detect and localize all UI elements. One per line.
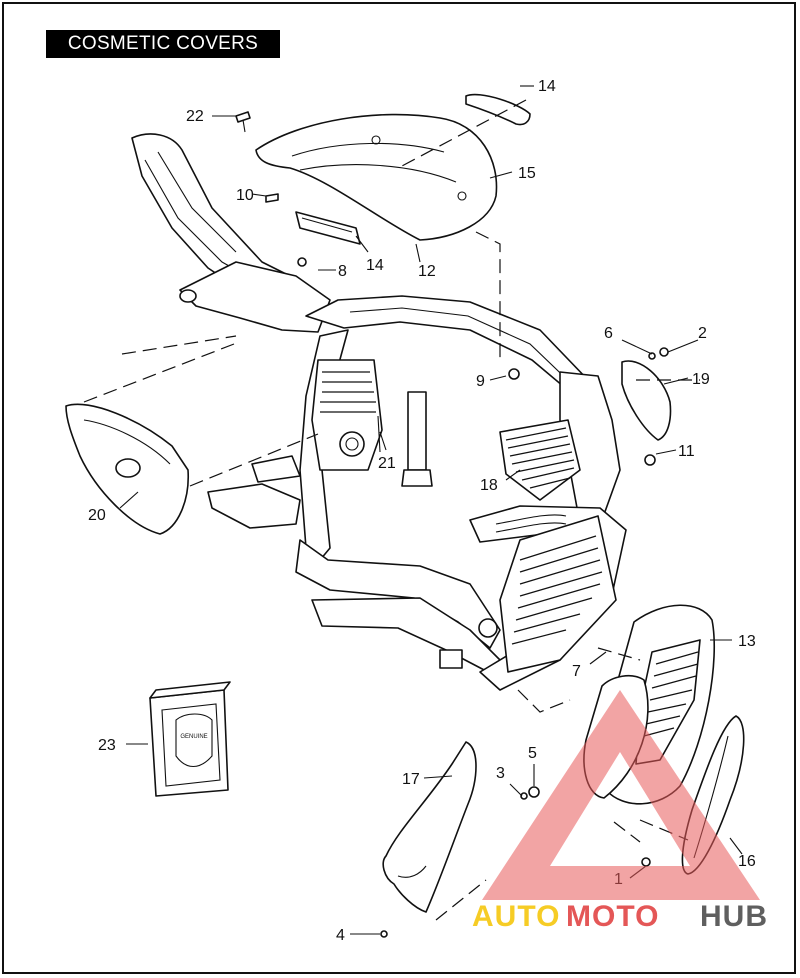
motorcycle-frame <box>131 133 627 691</box>
callout-3: 3 <box>496 765 505 782</box>
seat-cowl <box>255 113 498 241</box>
watermark-moto: MOTO <box>566 900 659 933</box>
watermark-triangle-icon <box>482 690 760 900</box>
callout-14-lower: 14 <box>366 257 384 274</box>
callout-22: 22 <box>186 108 204 125</box>
callout-8: 8 <box>338 263 347 280</box>
lower-cover <box>382 741 477 913</box>
kit-box-label: GENUINE <box>180 734 207 740</box>
nameplate-badge <box>295 211 361 245</box>
callout-14-upper: 14 <box>538 78 556 95</box>
callout-numbers: 22 10 15 14 8 14 12 9 6 2 19 11 21 18 20… <box>88 78 756 944</box>
callout-19: 19 <box>692 371 710 388</box>
callout-4: 4 <box>336 927 345 944</box>
callout-15: 15 <box>518 165 536 182</box>
leader-lines <box>119 85 743 935</box>
diagram-title: COSMETIC COVERS <box>46 30 280 58</box>
callout-10: 10 <box>236 187 254 204</box>
callout-16: 16 <box>738 853 756 870</box>
upper-badge <box>465 93 531 126</box>
callout-5: 5 <box>528 745 537 762</box>
callout-20: 20 <box>88 507 106 524</box>
callout-13: 13 <box>738 633 756 650</box>
watermark-text: AUTO MOTO HUB <box>472 900 768 933</box>
callout-23: 23 <box>98 737 116 754</box>
assembly-lines <box>83 99 700 921</box>
callout-2: 2 <box>698 325 707 342</box>
service-kit-box: GENUINE <box>149 681 231 797</box>
callout-18: 18 <box>480 477 498 494</box>
callout-6: 6 <box>604 325 613 342</box>
right-upper-cover <box>621 360 672 441</box>
watermark-auto: AUTO <box>472 900 560 933</box>
watermark-logo <box>482 690 760 900</box>
callout-17: 17 <box>402 771 420 788</box>
callout-9: 9 <box>476 373 485 390</box>
left-side-cover <box>65 403 189 535</box>
callout-7: 7 <box>572 663 581 680</box>
callout-11: 11 <box>678 443 695 460</box>
callout-12: 12 <box>418 263 436 280</box>
watermark-hub: HUB <box>700 900 768 933</box>
callout-21: 21 <box>378 455 396 472</box>
